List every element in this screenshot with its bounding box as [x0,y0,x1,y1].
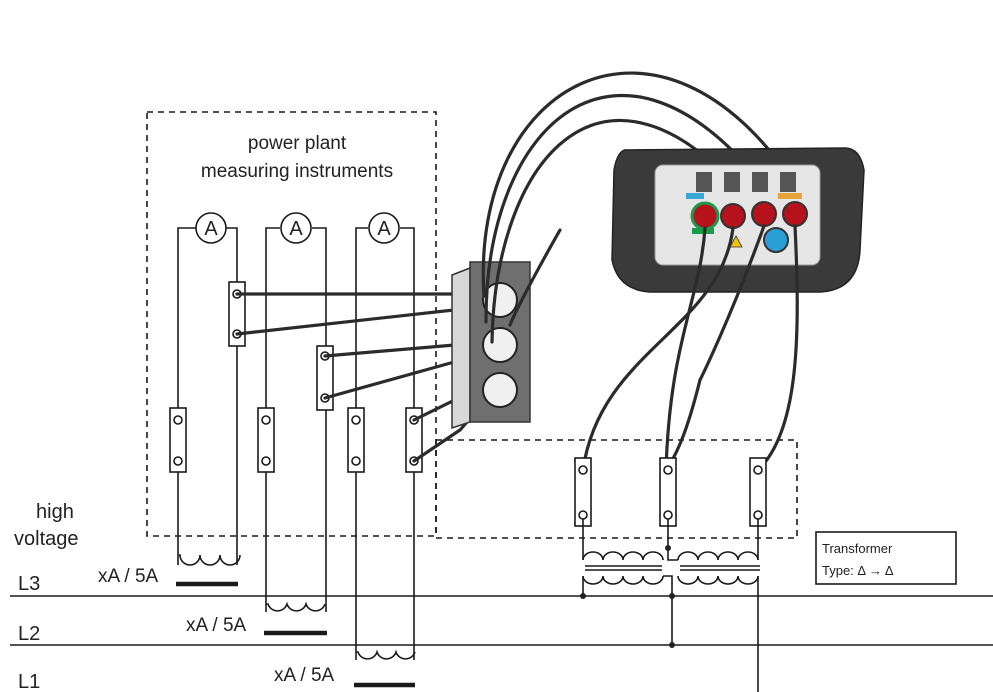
power-plant-enclosure [146,111,437,537]
port-label-cyan [686,193,704,199]
terminal-clamp [405,407,423,473]
ct-loop-L1 [355,227,416,660]
terminal-clamp [574,457,592,527]
transformer-type: Type: Δ → Δ [822,563,894,578]
phase-label-L1: L1 [18,671,40,692]
power-analyzer-instrument [611,147,865,293]
current-port [780,172,796,192]
phase-label-L2: L2 [18,623,40,645]
current-port [752,172,768,192]
terminal-clamp [749,457,767,527]
terminal-clamps [169,281,423,473]
ammeter-symbol: A [204,218,218,240]
voltage-port-gnd [690,201,720,231]
voltage-transformers [580,519,760,692]
high-voltage-label-line2: voltage [14,528,79,550]
terminal-clamp [257,407,275,473]
transformer-type-box: Transformer Type: Δ → Δ [815,531,957,585]
ct-ratio-label-L3: xA / 5A [98,566,159,587]
transformer-title: Transformer [822,541,893,556]
phase-lines [10,595,993,646]
voltage-port-l2 [751,201,777,227]
power-plant-label-line1: power plant [248,133,347,154]
junction-block [451,261,531,430]
voltage-port-l1 [720,203,746,229]
ammeter-symbol: A [289,218,303,240]
current-port [696,172,712,192]
transformer-enclosure [435,439,798,539]
warning-icon [729,235,743,248]
terminal-clamp [659,457,677,527]
current-input-cables [481,71,797,344]
junction-socket [482,327,518,363]
junction-socket [482,372,518,408]
ammeter-L3: A [195,212,227,244]
power-plant-label-line2: measuring instruments [201,161,393,182]
port-label-orange [778,193,802,199]
high-voltage-label-line1: high [36,501,74,523]
voltage-port-n [763,227,789,253]
voltage-wires [581,224,799,472]
ct-loop-L3 [177,227,241,566]
current-port [724,172,740,192]
junction-socket [482,282,518,318]
ammeter-L1: A [368,212,400,244]
ammeter-symbol: A [377,218,391,240]
terminal-clamp [169,407,187,473]
port-label-green [692,228,714,234]
ct-ratio-label-L2: xA / 5A [186,615,247,636]
ammeter-L2: A [280,212,312,244]
phase-label-L3: L3 [18,573,40,595]
ct-ratio-label-L1: xA / 5A [274,665,335,686]
transformer-clamps [574,457,767,527]
terminal-clamp [228,281,246,347]
ct-loop-L2 [265,227,327,612]
terminal-clamp [347,407,365,473]
voltage-port-l3 [782,201,808,227]
